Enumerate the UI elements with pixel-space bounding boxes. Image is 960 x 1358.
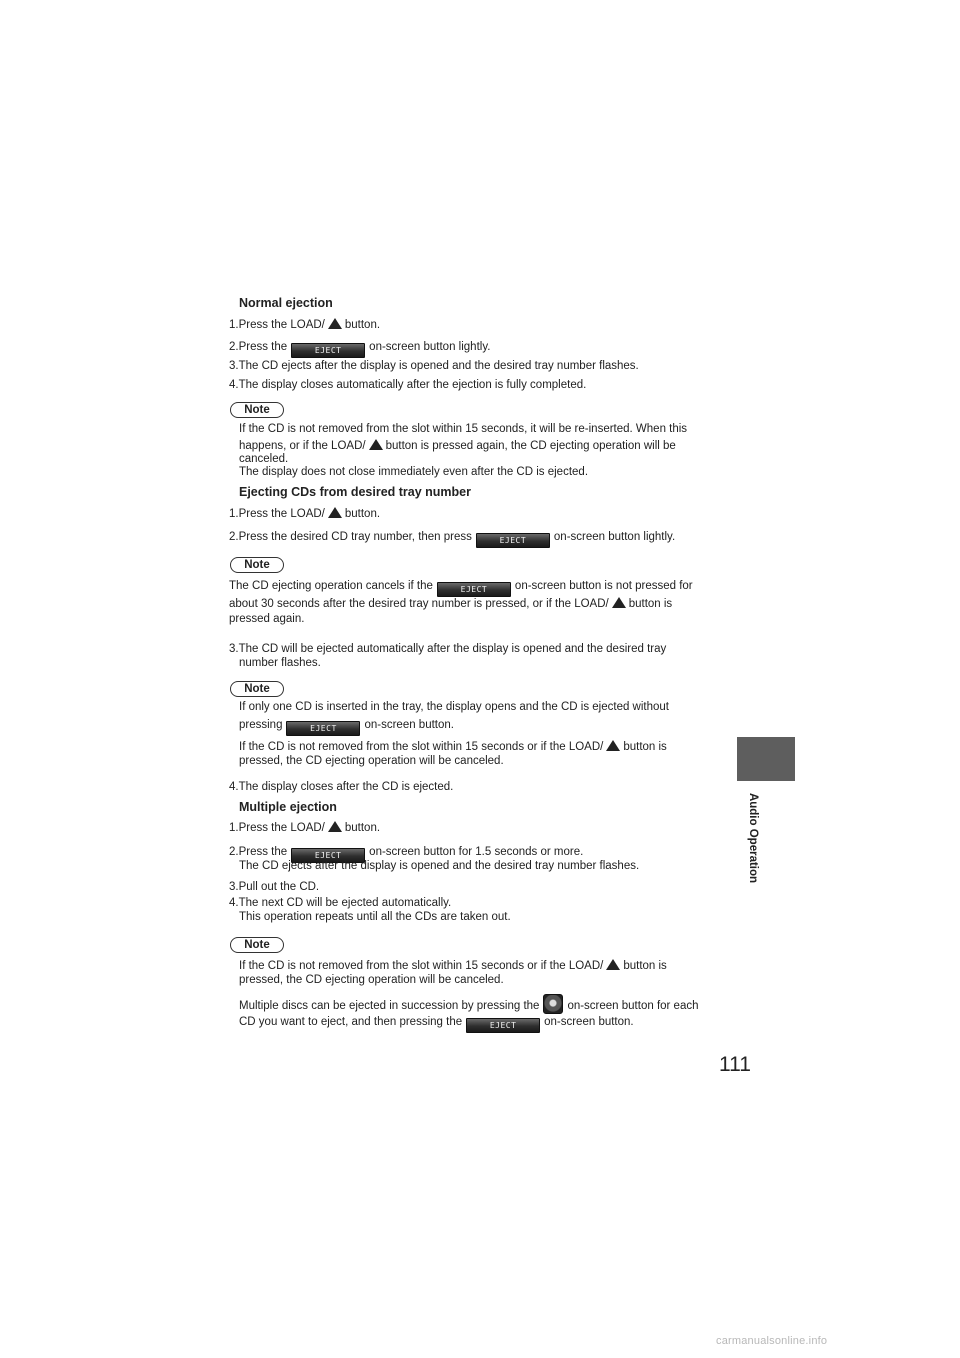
note-badge: Note xyxy=(230,557,284,573)
eject-triangle-icon xyxy=(327,507,342,518)
note-text: Multiple discs can be ejected in success… xyxy=(239,994,699,1014)
note-text: pressed again. xyxy=(229,613,305,625)
eject-triangle-icon xyxy=(611,597,626,608)
side-chapter-label: Audio Operation xyxy=(747,792,759,884)
note-badge: Note xyxy=(230,681,284,697)
eject-button-icon: EJECT xyxy=(291,848,366,863)
step-text: 1.Press the LOAD/button. xyxy=(229,507,381,520)
eject-triangle-icon xyxy=(606,959,621,970)
step-text: 4.The display closes automatically after… xyxy=(229,379,587,391)
step-text: 3.Pull out the CD. xyxy=(229,881,320,893)
watermark: carmanualsonline.info xyxy=(716,1335,828,1347)
chapter-tab-marker xyxy=(737,737,795,781)
step-text: The CD ejects after the display is opene… xyxy=(239,860,640,872)
eject-triangle-icon xyxy=(606,740,621,751)
note-text: If the CD is not removed from the slot w… xyxy=(239,740,667,753)
note-text: pressed, the CD ejecting operation will … xyxy=(239,974,504,986)
note-text: CD you want to eject, and then pressing … xyxy=(239,1015,634,1033)
note-text: If the CD is not removed from the slot w… xyxy=(239,423,688,435)
note-text: If only one CD is inserted in the tray, … xyxy=(239,701,669,713)
page-number: 111 xyxy=(719,1053,751,1076)
eject-button-icon: EJECT xyxy=(466,1018,541,1033)
step-text: 4.The display closes after the CD is eje… xyxy=(229,781,454,793)
eject-triangle-icon xyxy=(368,439,383,450)
step-text: 4.The next CD will be ejected automatica… xyxy=(229,897,452,909)
note-text: If the CD is not removed from the slot w… xyxy=(239,959,667,972)
eject-triangle-icon xyxy=(327,318,342,329)
step-text: 1.Press the LOAD/button. xyxy=(229,318,381,331)
step-text: 3.The CD ejects after the display is ope… xyxy=(229,360,639,372)
eject-triangle-icon xyxy=(327,821,342,832)
step-text: 3.The CD will be ejected automatically a… xyxy=(229,643,667,655)
note-badge: Note xyxy=(230,937,284,953)
note-text: The CD ejecting operation cancels if the… xyxy=(229,579,693,597)
note-badge: Note xyxy=(230,402,284,418)
step-text: This operation repeats until all the CDs… xyxy=(239,911,511,923)
disc-button-icon xyxy=(543,994,564,1014)
note-text: canceled. xyxy=(239,453,289,465)
eject-button-icon: EJECT xyxy=(291,343,366,358)
note-text: about 30 seconds after the desired tray … xyxy=(229,597,673,610)
step-text: 2.Press the desired CD tray number, then… xyxy=(229,530,675,548)
eject-button-icon: EJECT xyxy=(436,582,511,597)
eject-button-icon: EJECT xyxy=(475,533,550,548)
step-text: 1.Press the LOAD/button. xyxy=(229,821,381,834)
note-text: The display does not close immediately e… xyxy=(239,466,589,478)
note-text: happens, or if the LOAD/button is presse… xyxy=(239,439,676,452)
section-heading-desired-tray: Ejecting CDs from desired tray number xyxy=(239,485,472,499)
eject-button-icon: EJECT xyxy=(286,721,361,736)
step-text: number flashes. xyxy=(239,657,321,669)
section-heading-normal-ejection: Normal ejection xyxy=(239,296,333,310)
note-text: pressed, the CD ejecting operation will … xyxy=(239,755,504,767)
section-heading-multiple-ejection: Multiple ejection xyxy=(239,800,337,814)
